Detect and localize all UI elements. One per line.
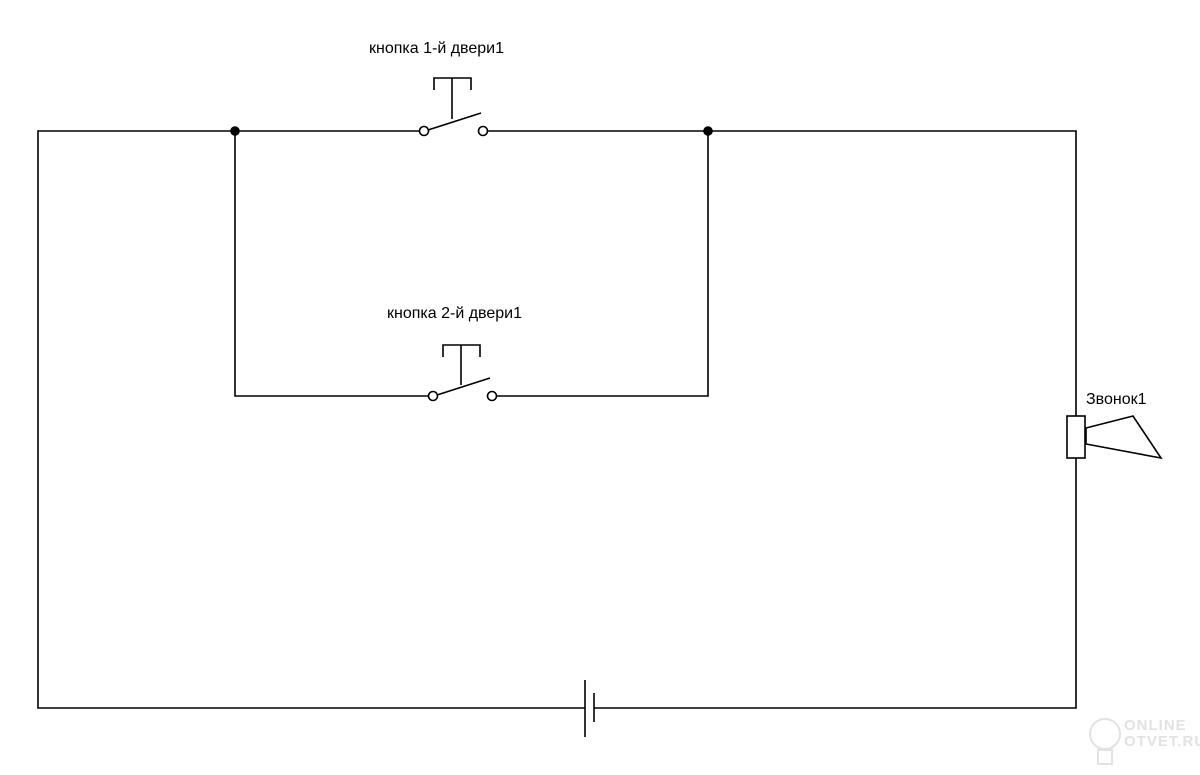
- wire-bottom-right: [594, 458, 1077, 709]
- button-1-label: кнопка 1-й двери1: [369, 40, 504, 57]
- wire-parallel-right: [497, 131, 709, 397]
- watermark-bulb-icon: [1089, 718, 1121, 765]
- battery: [584, 680, 595, 737]
- junction-dot-left: [230, 126, 240, 136]
- watermark-line2: OTVET.RU: [1124, 733, 1200, 750]
- bell-label: Звонок1: [1086, 391, 1147, 408]
- watermark: ONLINE OTVET.RU: [1124, 718, 1200, 750]
- watermark-line1: ONLINE: [1124, 717, 1187, 734]
- bell: [1066, 415, 1163, 460]
- button-2-label: кнопка 2-й двери1: [387, 305, 522, 322]
- push-button-door-1: [418, 77, 489, 137]
- push-button-door-2: [427, 344, 498, 402]
- junction-dot-right: [703, 126, 713, 136]
- wire-parallel-left: [234, 131, 428, 397]
- wire-top-right: [488, 130, 1077, 416]
- wires: [37, 130, 1077, 709]
- wire-top-left: [37, 130, 585, 709]
